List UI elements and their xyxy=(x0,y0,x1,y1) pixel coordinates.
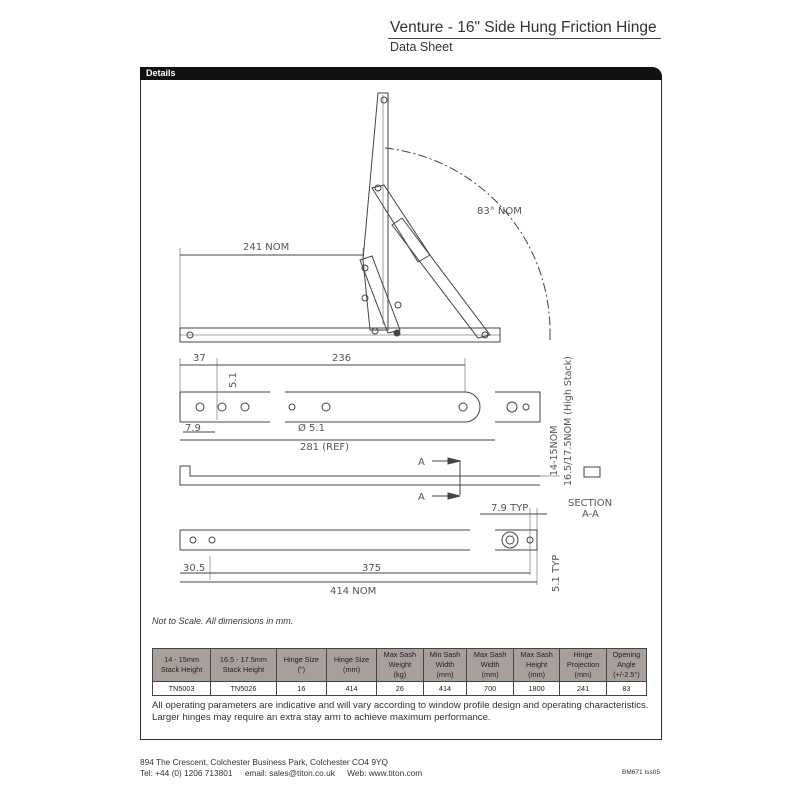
section-name: A-A xyxy=(582,509,599,520)
section-label: SECTION xyxy=(568,498,612,509)
col-header: Hinge Size(") xyxy=(275,648,327,682)
section-marker-a-top: A xyxy=(418,457,425,468)
footer-address: 894 The Crescent, Colchester Business Pa… xyxy=(140,757,388,767)
document-title: Venture - 16" Side Hung Friction Hinge xyxy=(390,19,657,36)
document-subtitle: Data Sheet xyxy=(390,40,453,54)
hinge-side-view xyxy=(179,457,601,500)
title-divider xyxy=(388,38,661,39)
col-header: Hinge Size(mm) xyxy=(325,648,378,682)
footer: 894 The Crescent, Colchester Business Pa… xyxy=(140,757,422,779)
hinge-closed-view xyxy=(179,508,547,585)
cell: 83 xyxy=(605,681,648,696)
cell: 414 xyxy=(422,681,468,696)
dim-7-9-typ: 7.9 TYP xyxy=(491,503,528,514)
disclaimer: All operating parameters are indicative … xyxy=(152,700,652,724)
dim-236: 236 xyxy=(332,353,351,364)
cell: TN5003 xyxy=(151,681,212,696)
dim-414-nom: 414 NOM xyxy=(330,586,376,597)
dim-375: 375 xyxy=(362,563,381,574)
hinge-open-view xyxy=(179,92,551,343)
dim-stack-height-standard: 14-15NOM xyxy=(549,426,560,476)
cell: 16 xyxy=(275,681,327,696)
details-title: Details xyxy=(146,68,176,78)
dim-5-1: 5.1 xyxy=(228,372,239,388)
footer-tel: Tel: +44 (0) 1206 713801 xyxy=(140,768,233,778)
section-marker-a-bottom: A xyxy=(418,492,425,503)
dim-30-5: 30.5 xyxy=(183,563,205,574)
disclaimer-line: Larger hinges may require an extra stay … xyxy=(152,712,491,723)
table-row: TN5003 TN5026 16 414 26 414 700 1800 241… xyxy=(151,681,648,696)
dim-opening-angle: 83° NOM xyxy=(477,206,522,217)
dim-5-1-typ: 5.1 TYP xyxy=(551,555,562,592)
disclaimer-line: All operating parameters are indicative … xyxy=(152,700,649,711)
dim-241-nom: 241 NOM xyxy=(243,242,289,253)
details-panel-header: Details xyxy=(140,67,662,80)
scale-note: Not to Scale. All dimensions in mm. xyxy=(152,616,294,626)
cell: 26 xyxy=(376,681,424,696)
cell: 1800 xyxy=(512,681,561,696)
cell: 241 xyxy=(559,681,607,696)
document-reference: BM671 Iss05 xyxy=(622,769,660,776)
dim-7-9: 7.9 xyxy=(185,423,201,434)
technical-drawing: 241 NOM 83° NOM 37 236 5.1 7.9 Ø 5.1 281… xyxy=(179,92,612,597)
dim-hole-diameter: Ø 5.1 xyxy=(298,422,325,434)
dim-37: 37 xyxy=(193,353,206,364)
dim-281-ref: 281 (REF) xyxy=(300,442,349,453)
footer-email[interactable]: email: sales@titon.co.uk xyxy=(244,768,335,778)
details-panel xyxy=(140,67,662,740)
cell: 700 xyxy=(466,681,514,696)
hinge-plan-view xyxy=(179,358,541,441)
cell: TN5026 xyxy=(210,681,277,696)
footer-web[interactable]: Web: www.titon.com xyxy=(347,768,423,778)
dim-stack-height-high: 16.5/17.5NOM (High Stack) xyxy=(563,356,574,486)
cell: 414 xyxy=(325,681,378,696)
